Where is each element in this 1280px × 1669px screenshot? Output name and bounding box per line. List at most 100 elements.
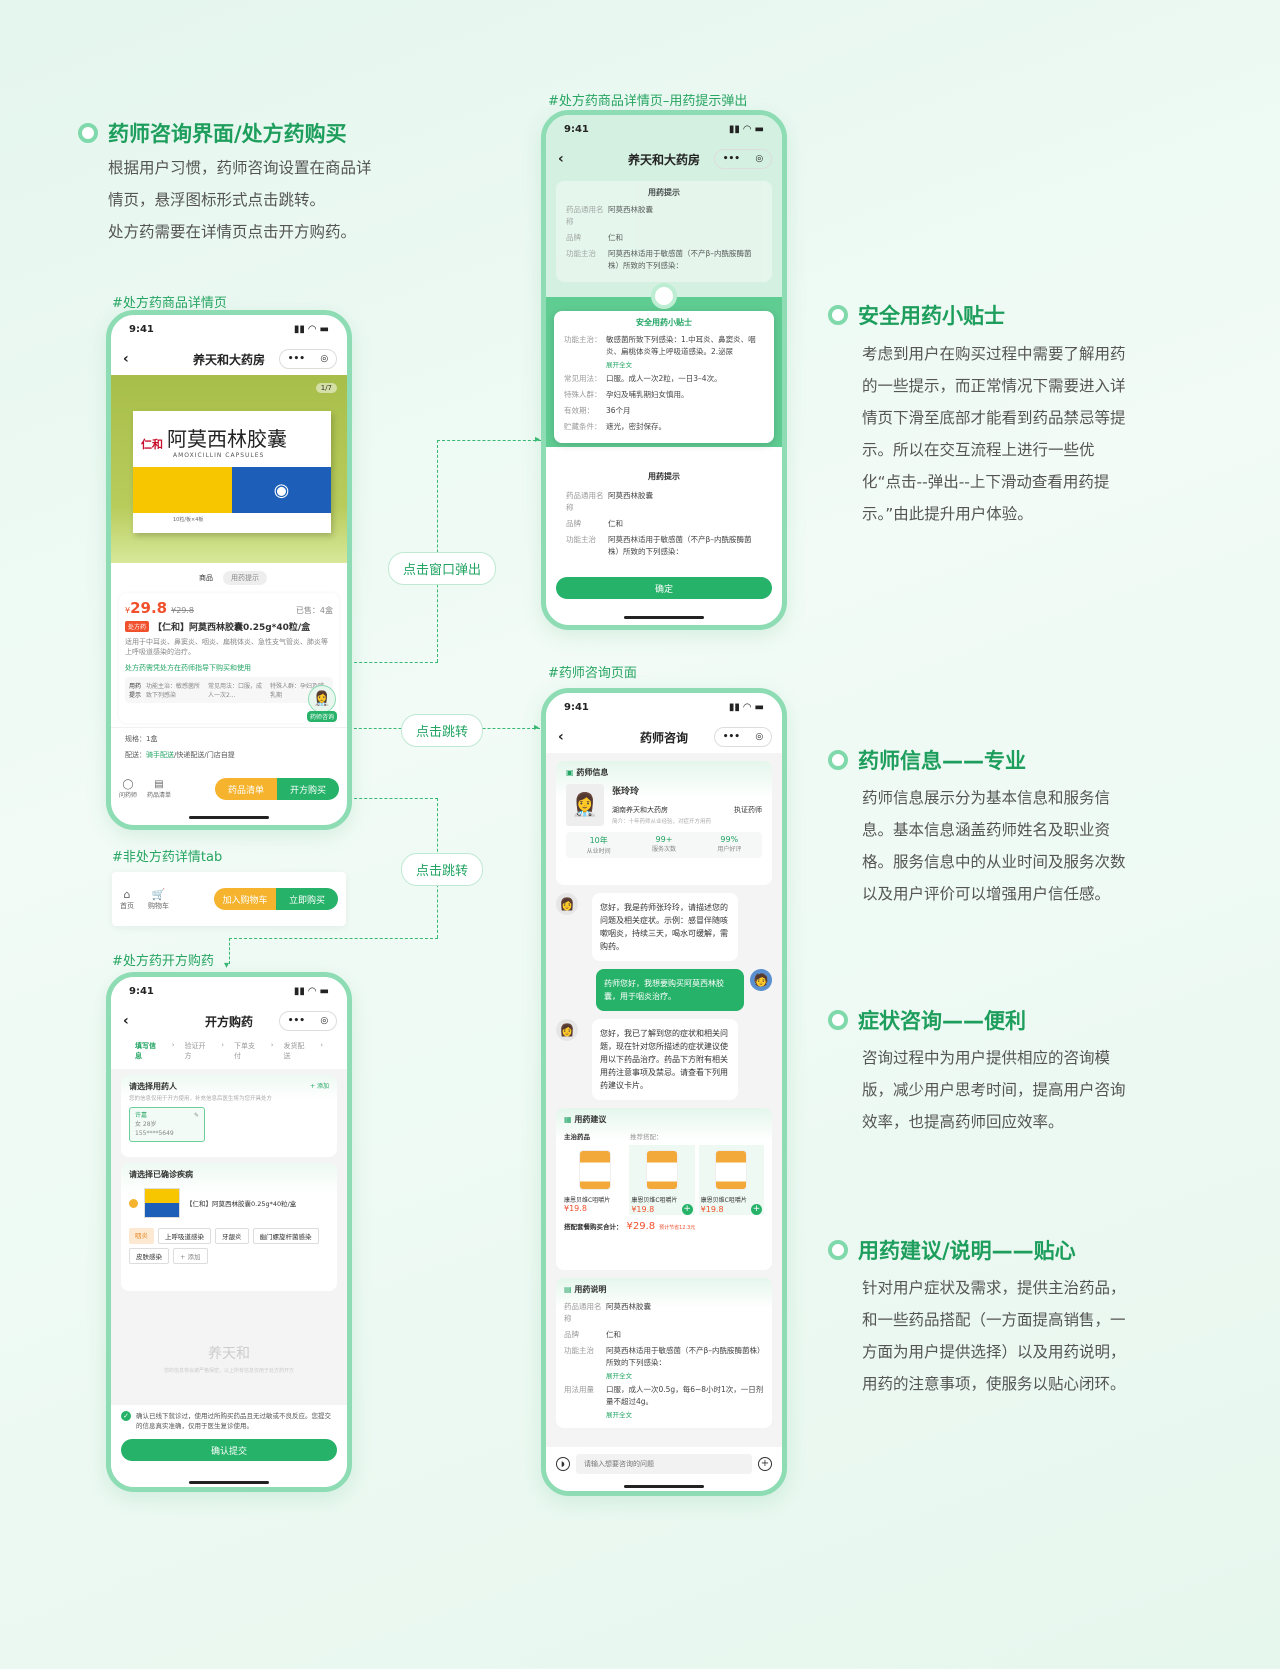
product-tile[interactable]: 康恩贝维C咀嚼片 ¥19.8+ bbox=[629, 1145, 695, 1215]
chip[interactable]: 皮肤感染 bbox=[129, 1248, 169, 1264]
add-patient-button[interactable]: + 添加 bbox=[310, 1083, 329, 1090]
plus-icon[interactable]: + bbox=[758, 1457, 772, 1471]
product-name: 【仁和】阿莫西林胶囊0.25g*40粒/盒 bbox=[153, 623, 311, 633]
chip[interactable]: 上呼吸道感染 bbox=[158, 1228, 211, 1244]
book-icon: ▤ bbox=[564, 1285, 572, 1294]
arrow-icon: ▸ bbox=[534, 722, 540, 733]
cart-tab[interactable]: 🛒购物车 bbox=[148, 887, 169, 910]
chat-msg-pharmacist: 👩 您好，我已了解到您的症状和相关问题，现在针对您所描述的症状建议使用以下药品治… bbox=[556, 1019, 772, 1100]
chat-input-bar: ◗ + bbox=[546, 1447, 782, 1491]
safety-tips-popup[interactable]: 安全用药小贴士 功能主治：敏感菌所致下列感染：1.中耳炎、鼻窦炎、咽炎、扁桃体炎… bbox=[554, 311, 774, 443]
capsule-menu[interactable]: •••◎ bbox=[714, 727, 772, 747]
back-icon[interactable]: ‹ bbox=[123, 1013, 129, 1029]
agree-checkbox[interactable]: ✓ bbox=[121, 1411, 131, 1421]
product-row: 康恩贝维C咀嚼片 ¥19.8 康恩贝维C咀嚼片 ¥19.8+ 康恩贝维C咀嚼片 … bbox=[564, 1145, 764, 1215]
signal-icon: ▮▮ ◠ ▬ bbox=[293, 323, 329, 335]
cart-icon: 🛒 bbox=[151, 887, 166, 901]
pharmacist-avatar: 👩 bbox=[556, 893, 578, 915]
checked-icon bbox=[129, 1198, 138, 1208]
signal-icon: ▮▮ ◠ ▬ bbox=[728, 123, 764, 135]
home-icon: ⌂ bbox=[123, 887, 131, 901]
connector bbox=[229, 938, 230, 964]
tab-product[interactable]: 商品 bbox=[191, 571, 221, 585]
target-icon: ◎ bbox=[320, 1016, 329, 1026]
tips-card: 用药提示 药品通用名称阿莫西林胶囊 品牌仁和 功能主治阿莫西林适用于敏感菌（不产… bbox=[556, 465, 772, 568]
chip[interactable]: 幽门螺旋杆菌感染 bbox=[252, 1228, 319, 1244]
pharmacist-stats: 10年从业时间 99+服务次数 99%用户好评 bbox=[566, 832, 762, 858]
home-tab[interactable]: ⌂首页 bbox=[120, 887, 134, 910]
nav-bar: ‹ 养天和大药房 ••• ◎ bbox=[546, 143, 782, 175]
list-icon: ▤ bbox=[154, 779, 164, 790]
chip-selected[interactable]: 咽炎 bbox=[129, 1228, 154, 1244]
target-icon: ◎ bbox=[320, 354, 329, 364]
patient-card: 请选择用药人+ 添加 您的信息仅用于开方使用，补充信息后医生将为您开具处方 许嘉… bbox=[121, 1075, 337, 1157]
question-input[interactable] bbox=[576, 1454, 752, 1474]
add-to-cart-button[interactable]: 加入购物车 bbox=[214, 888, 276, 910]
ring-icon bbox=[828, 1010, 848, 1030]
bottom-bar: ◯问药师 ▤药品清单 药品清单 开方购买 bbox=[111, 771, 347, 807]
tips-strip[interactable]: 用药提示 功能主治：敏感菌所致下列感染常见用法：口服，成人一次2...特殊人群：… bbox=[125, 677, 333, 703]
target-icon: ◎ bbox=[755, 154, 764, 164]
capsule-menu[interactable]: •••◎ bbox=[279, 1011, 337, 1031]
ring-icon bbox=[828, 305, 848, 325]
page-title: 开方购药 bbox=[204, 1014, 253, 1029]
back-icon[interactable]: ‹ bbox=[558, 729, 564, 745]
page-title: 养天和大药房 bbox=[627, 152, 700, 167]
confirm-button[interactable]: 确定 bbox=[556, 577, 772, 599]
watermark: 养天和 您的信息将会被严格保密，以上所有信息仅用于处方药开方 bbox=[163, 1346, 294, 1374]
tag-non-rx: #非处方药详情tab bbox=[112, 850, 223, 865]
label-popup: 点击窗口弹出 bbox=[388, 552, 497, 585]
expand-link[interactable]: 展开全文 bbox=[606, 1411, 632, 1419]
section-title-safety: 安全用药小贴士 bbox=[828, 300, 1005, 330]
popup-overlay: 安全用药小贴士 功能主治：敏感菌所致下列感染：1.中耳炎、鼻窦炎、咽炎、扁桃体炎… bbox=[546, 283, 782, 447]
connector bbox=[344, 662, 438, 663]
disease-chips: 咽炎 上呼吸道感染 牙龈炎 幽门螺旋杆菌感染 皮肤感染 + 添加 bbox=[129, 1228, 329, 1264]
spec-row[interactable]: 规格：1盒 bbox=[111, 727, 347, 750]
arrow-icon: ▸ bbox=[535, 434, 541, 445]
edit-icon: ✎ bbox=[193, 1112, 199, 1119]
delivery-row[interactable]: 配送：骑手配送/快递配送/门店自提 bbox=[125, 751, 235, 759]
intro-desc: 根据用户习惯，药师咨询设置在商品详 情页，悬浮图标形式点击跳转。 处方药需要在详… bbox=[108, 159, 372, 241]
expand-link[interactable]: 展开全文 bbox=[606, 361, 632, 369]
submit-panel: ✓ 确认已线下就诊过，使用过所购买药品且无过敏或不良反应。您提交的信息真实准确，… bbox=[111, 1405, 347, 1487]
home-indicator bbox=[189, 816, 269, 819]
ring-icon bbox=[828, 750, 848, 770]
capsule-menu[interactable]: •••◎ bbox=[279, 349, 337, 369]
submit-button[interactable]: 确认提交 bbox=[121, 1439, 337, 1461]
voice-icon[interactable]: ◗ bbox=[556, 1457, 570, 1471]
user-avatar: 🧑 bbox=[750, 969, 772, 991]
add-icon[interactable]: + bbox=[681, 1204, 693, 1215]
back-icon[interactable]: ‹ bbox=[123, 351, 129, 367]
ask-pharmacist-button[interactable]: ◯问药师 bbox=[119, 779, 138, 799]
more-icon: ••• bbox=[722, 154, 740, 164]
connector bbox=[437, 440, 438, 662]
buy-now-button[interactable]: 立即购买 bbox=[276, 888, 338, 910]
chip[interactable]: 牙龈炎 bbox=[215, 1228, 249, 1244]
tag-prescribe: #处方药开方购药 bbox=[112, 954, 214, 969]
phone-popup: 9:41▮▮ ◠ ▬ ‹ 养天和大药房 •••◎ 用药提示 药品通用名称阿莫西林… bbox=[541, 110, 787, 630]
pharmacist-float-button[interactable]: 👩‍⚕️ 药师咨询 bbox=[306, 685, 337, 722]
tab-tips[interactable]: 用药提示 bbox=[223, 571, 267, 585]
capsule-menu[interactable]: ••• ◎ bbox=[714, 149, 772, 169]
back-icon[interactable]: ‹ bbox=[558, 151, 564, 167]
ring-icon bbox=[828, 1240, 848, 1260]
bottle-image bbox=[578, 1150, 611, 1190]
section-title-pharmacist: 药师信息——专业 bbox=[828, 745, 1026, 775]
suggestion-card: ▦ 用药建议 主治药品推荐搭配： 康恩贝维C咀嚼片 ¥19.8 康恩贝维C咀嚼片… bbox=[556, 1108, 772, 1270]
add-icon[interactable]: + bbox=[750, 1204, 762, 1215]
drug-list-cta[interactable]: 药品清单 bbox=[215, 778, 277, 800]
product-image: 1/7 仁和 阿莫西林胶囊 AMOXICILLIN CAPSULES ◉ 10粒… bbox=[111, 375, 347, 563]
arrow-icon: ▾ bbox=[224, 960, 230, 971]
prescribe-buy-button[interactable]: 开方购买 bbox=[277, 778, 339, 800]
product-tile[interactable]: 康恩贝维C咀嚼片 ¥19.8 bbox=[564, 1145, 625, 1215]
drug-list-button[interactable]: ▤药品清单 bbox=[147, 779, 172, 799]
label-jump: 点击跳转 bbox=[401, 714, 484, 747]
tag-consult: #药师咨询页面 bbox=[548, 666, 637, 681]
expand-link[interactable]: 展开全文 bbox=[606, 1372, 632, 1380]
signal-icon: ▮▮ ◠ ▬ bbox=[728, 701, 764, 713]
tag-popup: #处方药商品详情页–用药提示弹出 bbox=[548, 94, 748, 109]
chat-icon: ◯ bbox=[122, 779, 134, 790]
product-tile[interactable]: 康恩贝维C咀嚼片 ¥19.8+ bbox=[698, 1145, 764, 1215]
add-chip-button[interactable]: + 添加 bbox=[173, 1248, 208, 1264]
